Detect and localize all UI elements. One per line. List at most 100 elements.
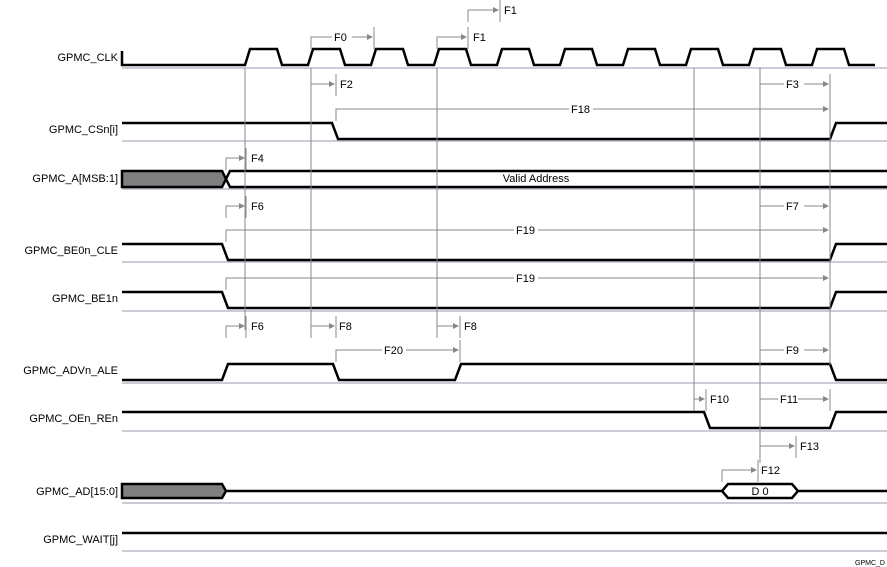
arrow-head-icon xyxy=(823,227,829,233)
timing-parameter-label: F4 xyxy=(251,153,264,165)
arrow-head-icon xyxy=(823,203,829,209)
timing-arrow xyxy=(225,277,828,290)
ad-undefined xyxy=(120,482,228,500)
label-bg xyxy=(759,463,779,476)
timing-arrow xyxy=(225,325,244,338)
signal-label: GPMC_OEn_REn xyxy=(29,413,118,425)
arrow-head-icon xyxy=(367,34,373,40)
arrow-head-icon xyxy=(239,155,245,161)
arrow-head-icon xyxy=(453,347,459,353)
signal-label: GPMC_WAIT[j] xyxy=(43,534,118,546)
data-bus-label: D 0 xyxy=(751,486,768,498)
timing-parameter-label: F8 xyxy=(339,321,352,333)
timing-arrow xyxy=(759,349,828,362)
label-bg xyxy=(249,319,269,332)
arrow-head-icon xyxy=(461,34,467,40)
label-bg xyxy=(462,319,482,332)
be0n-waveform xyxy=(122,242,887,262)
timing-parameter-label: F10 xyxy=(710,394,729,406)
timing-arrow xyxy=(335,108,828,121)
timing-parameter-label: F13 xyxy=(800,441,819,453)
arrow-head-icon xyxy=(789,443,795,449)
arrow-head-icon xyxy=(239,203,245,209)
arrow-head-icon xyxy=(823,347,829,353)
timing-arrow xyxy=(225,205,244,218)
timing-arrow xyxy=(467,9,498,22)
timing-arrow xyxy=(225,157,244,170)
label-bg xyxy=(514,271,538,284)
signal-label: GPMC_CSn[i] xyxy=(49,124,118,136)
label-bg xyxy=(784,199,804,212)
timing-parameter-label: F9 xyxy=(786,345,799,357)
timing-parameter-label: F0 xyxy=(334,32,347,44)
advn-waveform xyxy=(122,362,887,382)
ad-data-d0 xyxy=(720,482,800,500)
arrow-head-icon xyxy=(823,106,829,112)
signal-label: GPMC_A[MSB:1] xyxy=(32,173,118,185)
label-bg xyxy=(708,392,728,405)
signal-label: GPMC_BE0n_CLE xyxy=(24,245,118,257)
arrow-head-icon xyxy=(239,323,245,329)
label-bg xyxy=(332,30,352,43)
label-bg xyxy=(502,3,522,16)
timing-arrow xyxy=(225,229,828,242)
label-bg xyxy=(471,30,491,43)
timing-arrow xyxy=(436,36,466,49)
arrow-head-icon xyxy=(453,323,459,329)
label-bg xyxy=(338,77,358,90)
label-bg xyxy=(337,319,357,332)
timing-arrow xyxy=(310,325,334,338)
address-undefined xyxy=(120,169,228,189)
label-bg xyxy=(778,392,798,405)
label-bg xyxy=(784,343,804,356)
timing-parameter-label: F11 xyxy=(780,394,798,406)
timing-arrow xyxy=(721,469,756,482)
arrow-head-icon xyxy=(329,323,335,329)
signal-label: GPMC_BE1n xyxy=(52,293,118,305)
timing-parameter-label: F20 xyxy=(384,345,403,357)
arrow-head-icon xyxy=(751,467,757,473)
clk-waveform xyxy=(120,47,875,67)
arrow-head-icon xyxy=(493,7,499,13)
signal-label: GPMC_AD[15:0] xyxy=(36,486,118,498)
timing-arrow xyxy=(759,205,828,218)
signal-label: GPMC_CLK xyxy=(57,52,118,64)
arrow-head-icon xyxy=(823,275,829,281)
timing-parameter-label: F19 xyxy=(516,273,535,285)
be1n-waveform xyxy=(122,290,887,310)
label-bg xyxy=(798,439,818,452)
timing-arrow xyxy=(759,83,828,96)
label-bg xyxy=(514,223,538,236)
timing-parameter-label: F2 xyxy=(340,79,353,91)
timing-arrow xyxy=(759,445,794,458)
timing-parameter-label: F7 xyxy=(786,201,799,213)
timing-arrow xyxy=(310,83,334,96)
label-bg xyxy=(382,343,406,356)
timing-arrow xyxy=(759,398,828,411)
oen-waveform xyxy=(122,410,887,430)
label-bg xyxy=(249,151,269,164)
timing-parameter-label: F12 xyxy=(761,465,780,477)
label-bg xyxy=(784,77,804,90)
signal-label: GPMC_ADVn_ALE xyxy=(23,365,118,377)
timing-parameter-label: F1 xyxy=(504,5,517,17)
timing-parameter-label: F3 xyxy=(786,79,799,91)
arrow-head-icon xyxy=(823,81,829,87)
address-bus-label: Valid Address xyxy=(503,173,570,185)
label-bg xyxy=(569,102,593,115)
timing-parameter-label: F6 xyxy=(251,201,264,213)
figure-id: GPMC_D xyxy=(855,560,885,567)
timing-parameter-label: F18 xyxy=(571,104,590,116)
csn-waveform xyxy=(122,121,887,141)
arrow-head-icon xyxy=(823,396,829,402)
timing-parameter-label: F8 xyxy=(464,321,477,333)
arrow-head-icon xyxy=(699,396,705,402)
address-valid-bus xyxy=(224,169,887,189)
timing-arrow xyxy=(335,349,458,362)
label-bg xyxy=(249,199,269,212)
timing-parameter-label: F6 xyxy=(251,321,264,333)
timing-arrow xyxy=(436,325,458,338)
timing-parameter-label: F1 xyxy=(473,32,486,44)
timing-parameter-label: F19 xyxy=(516,225,535,237)
